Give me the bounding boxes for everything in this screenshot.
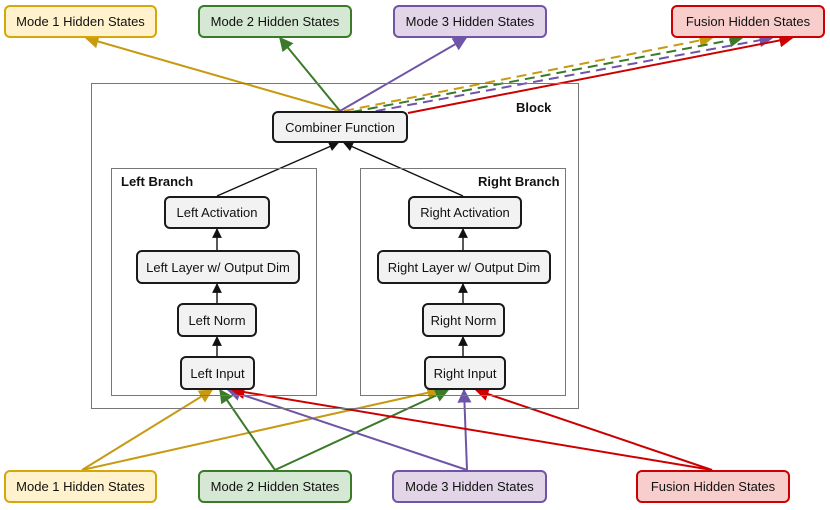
left-branch-label: Left Branch — [121, 174, 194, 189]
left-activation-node[interactable]: Left Activation — [164, 196, 270, 229]
right-activation-node[interactable]: Right Activation — [408, 196, 522, 229]
edge-mode2-to-left-input — [219, 388, 276, 471]
edge-combiner-to-mode2 — [279, 36, 341, 112]
left-branch-container — [111, 168, 317, 396]
top-mode3-hidden-states[interactable]: Mode 3 Hidden States — [393, 5, 547, 38]
right-layer-node[interactable]: Right Layer w/ Output Dim — [377, 250, 551, 284]
edge-combiner-to-fusion-dashed-mode1 — [343, 33, 714, 112]
edge-combiner-to-fusion-dashed-mode3 — [359, 33, 774, 115]
edge-left-activation-to-combiner — [216, 142, 339, 197]
bottom-mode1-hidden-states[interactable]: Mode 1 Hidden States — [4, 470, 157, 503]
edge-mode2-to-right-input — [274, 388, 450, 471]
edge-mode1-to-right-input — [81, 385, 442, 471]
left-layer-node[interactable]: Left Layer w/ Output Dim — [136, 250, 300, 284]
edge-right-activation-to-combiner — [343, 142, 464, 197]
right-branch-label: Right Branch — [478, 174, 560, 189]
edge-mode1-to-left-input — [81, 389, 214, 471]
right-norm-node[interactable]: Right Norm — [422, 303, 505, 337]
bottom-mode2-hidden-states[interactable]: Mode 2 Hidden States — [198, 470, 352, 503]
block-container — [91, 83, 579, 409]
edge-combiner-to-fusion — [407, 33, 794, 114]
block-label: Block — [516, 100, 552, 115]
combiner-function-node[interactable]: Combiner Function — [272, 111, 408, 143]
top-fusion-hidden-states[interactable]: Fusion Hidden States — [671, 5, 825, 38]
bottom-mode3-hidden-states[interactable]: Mode 3 Hidden States — [392, 470, 547, 503]
right-input-node[interactable]: Right Input — [424, 356, 506, 390]
edge-fusion-to-left-input — [230, 385, 713, 471]
bottom-fusion-hidden-states[interactable]: Fusion Hidden States — [636, 470, 790, 503]
edge-mode3-to-left-input — [226, 387, 468, 471]
top-mode2-hidden-states[interactable]: Mode 2 Hidden States — [198, 5, 352, 38]
left-input-node[interactable]: Left Input — [180, 356, 255, 390]
top-mode1-hidden-states[interactable]: Mode 1 Hidden States — [4, 5, 157, 38]
left-norm-node[interactable]: Left Norm — [177, 303, 257, 337]
right-branch-container — [360, 168, 566, 396]
edge-combiner-to-mode1 — [84, 34, 341, 112]
edge-combiner-to-fusion-dashed-mode2 — [351, 33, 744, 113]
edge-mode3-to-right-input — [457, 388, 472, 471]
edge-combiner-to-mode3 — [339, 37, 468, 112]
edge-fusion-to-right-input — [474, 387, 713, 471]
